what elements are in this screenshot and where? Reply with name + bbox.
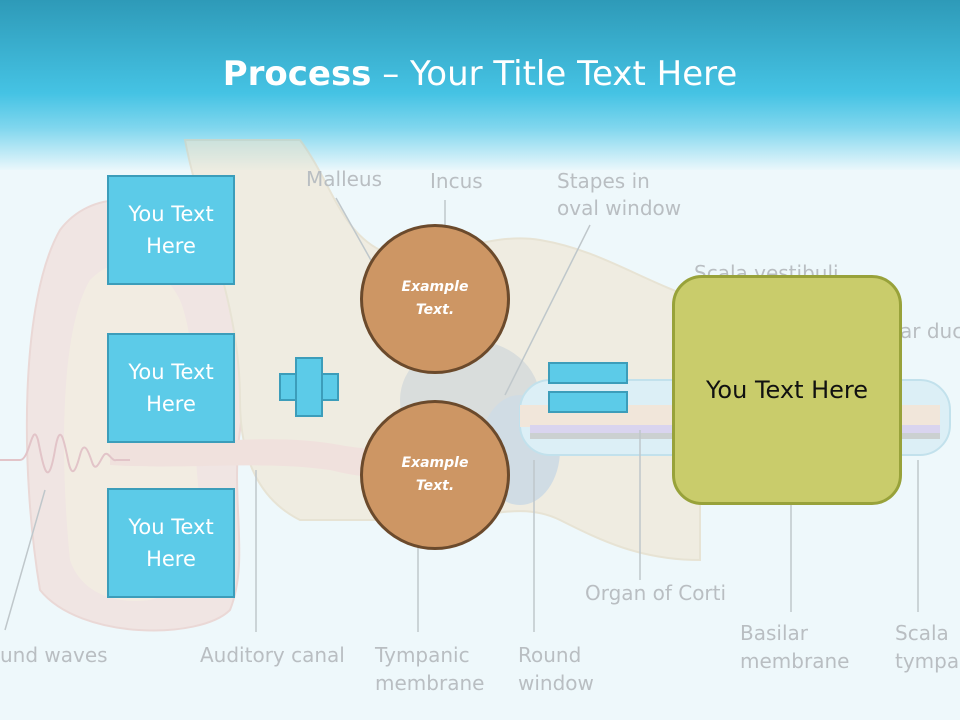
label-tympanic-line2: membrane: [375, 671, 485, 695]
slide-title: Process – Your Title Text Here: [0, 52, 960, 96]
text-box-3[interactable]: You Text Here: [107, 488, 235, 598]
title-rest: – Your Title Text Here: [371, 54, 738, 94]
text-box-2[interactable]: You Text Here: [107, 333, 235, 443]
label-round-line1: Round: [518, 643, 582, 667]
label-incus: Incus: [430, 169, 483, 193]
label-basilar-line1: Basilar: [740, 621, 808, 645]
label-stapes-line2: oval window: [557, 196, 682, 220]
label-scala-tympani-line2: tympar: [895, 649, 960, 673]
header-banner: [0, 0, 960, 170]
title-bold: Process: [222, 54, 372, 94]
example-circle-2[interactable]: Example Text.: [360, 400, 510, 550]
label-organ-of-corti: Organ of Corti: [585, 581, 727, 605]
label-scala-tympani-line1: Scala: [895, 621, 949, 645]
text-box-1[interactable]: You Text Here: [107, 175, 235, 285]
label-auditory-canal: Auditory canal: [200, 643, 345, 667]
label-malleus: Malleus: [306, 167, 383, 191]
label-basilar-line2: membrane: [740, 649, 850, 673]
label-sound-waves: und waves: [0, 643, 108, 667]
label-cochlear-duct: ar duc: [900, 319, 960, 343]
example-circle-1[interactable]: Example Text.: [360, 224, 510, 374]
label-tympanic-line1: Tympanic: [375, 643, 470, 667]
label-round-line2: window: [518, 671, 594, 695]
result-box[interactable]: You Text Here: [672, 275, 902, 505]
label-stapes-line1: Stapes in: [557, 169, 650, 193]
